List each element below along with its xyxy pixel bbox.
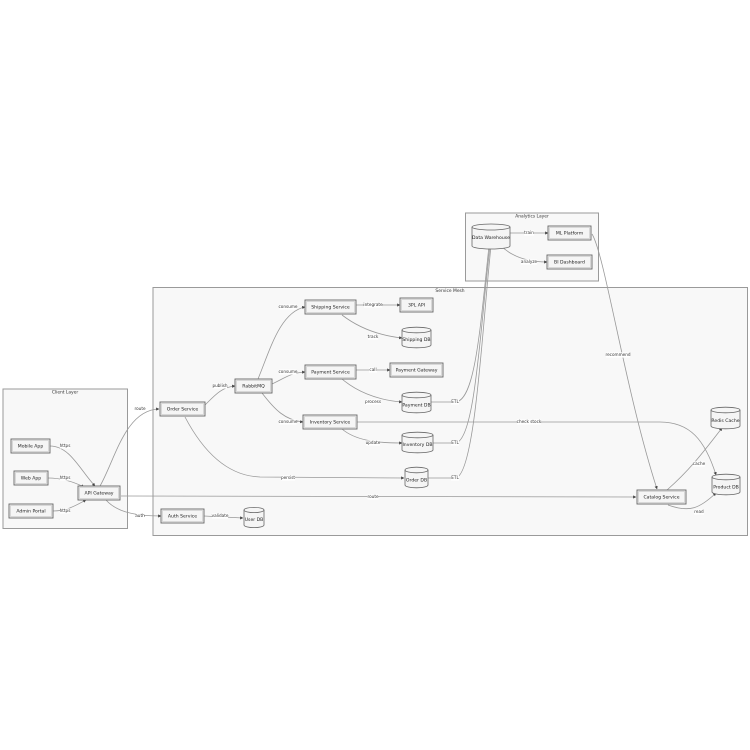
edge-rabbit-payment <box>271 370 306 385</box>
node-auth-service: Auth Service <box>160 508 205 524</box>
cluster-analytics-label: Analytics Layer <box>515 214 549 220</box>
node-payment-service-label: Payment Service <box>311 370 350 376</box>
edge-inventory-productdb <box>357 421 717 476</box>
edge-inventory-inventorydb <box>341 428 403 445</box>
node-catalog-service: Catalog Service <box>636 489 687 505</box>
node-order-service-label: Order Service <box>167 407 199 413</box>
edge-rabbit-shipping <box>257 306 306 380</box>
node-bi-dashboard-label: BI Dashboard <box>554 260 585 266</box>
db-redis-cache-label: Redis Cache <box>711 418 739 424</box>
node-admin-portal-label: Admin Portal <box>16 509 45 515</box>
cluster-client-label: Client Layer <box>52 390 79 396</box>
node-ml-platform-label: ML Platform <box>556 231 584 237</box>
edge-label-recommend: recommend <box>605 352 630 357</box>
edge-label-https-mobile: https <box>60 443 71 448</box>
db-data-warehouse-label: Data Warehouse <box>472 235 510 241</box>
edge-shipping-shippingdb <box>341 314 403 340</box>
db-order: Order DB <box>404 466 429 489</box>
edge-label-analyze: analyze <box>521 259 538 264</box>
node-web-app-label: Web App <box>21 476 42 482</box>
edge-label-update: update <box>366 440 381 445</box>
edge-order-rabbit <box>204 384 236 406</box>
db-inventory-label: Inventory DB <box>402 442 432 448</box>
edge-labels: https https https route auth route valid… <box>60 230 706 519</box>
edge-label-auth: auth <box>135 513 145 518</box>
node-bi-dashboard: BI Dashboard <box>546 254 593 270</box>
node-rabbitmq: RabbitMQ <box>234 378 273 394</box>
edge-admin-gateway <box>52 499 87 512</box>
node-payment-service: Payment Service <box>304 364 357 380</box>
edge-label-process: process <box>365 399 381 404</box>
db-shipping: Shipping DB <box>401 326 432 349</box>
node-rabbitmq-label: RabbitMQ <box>242 384 265 390</box>
edge-ml-catalog <box>591 233 658 490</box>
edge-label-persist: persist <box>281 475 295 480</box>
node-3pl-api-label: 3PL API <box>408 303 425 309</box>
node-mobile-app: Mobile App <box>10 438 51 454</box>
node-inventory-service-label: Inventory Service <box>310 420 351 426</box>
edge-label-https-admin: https <box>60 508 71 513</box>
node-catalog-service-label: Catalog Service <box>643 495 679 501</box>
edge-label-etl-order: ETL <box>451 475 459 480</box>
node-ml-platform: ML Platform <box>547 225 592 241</box>
edge-order-orderdb <box>184 416 405 480</box>
node-payment-gateway: Payment Gateway <box>389 362 444 378</box>
db-shipping-label: Shipping DB <box>402 337 430 343</box>
edge-label-consume-shipping: consume <box>278 304 297 309</box>
db-product: Product DB <box>711 473 741 496</box>
edge-label-validate: validate <box>212 513 229 518</box>
edge-label-consume-inventory: consume <box>278 419 297 424</box>
edge-catalog-redis <box>666 427 723 491</box>
edge-label-consume-payment: consume <box>278 369 297 374</box>
db-payment: Payment DB <box>401 391 432 414</box>
cluster-service-label: Service Mesh <box>435 288 464 294</box>
node-mobile-app-label: Mobile App <box>18 444 44 450</box>
db-user-label: User DB <box>245 517 264 523</box>
node-admin-portal: Admin Portal <box>8 503 54 519</box>
edge-payment-paymentdb <box>341 378 403 404</box>
db-data-warehouse: Data Warehouse <box>471 223 511 250</box>
edge-label-integrate: integrate <box>363 302 383 307</box>
node-3pl-api: 3PL API <box>399 297 434 313</box>
node-web-app: Web App <box>13 470 49 486</box>
db-product-label: Product DB <box>713 485 739 491</box>
edge-label-https-web: https <box>60 475 71 480</box>
node-inventory-service: Inventory Service <box>302 414 358 430</box>
edge-label-publish: publish <box>212 383 227 388</box>
edge-orderdb-warehouse <box>428 245 493 479</box>
db-order-label: Order DB <box>406 478 427 484</box>
node-payment-gateway-label: Payment Gateway <box>396 368 438 374</box>
edge-label-track: track <box>368 334 379 339</box>
edge-label-call: call <box>369 367 376 372</box>
edge-gateway-order <box>99 407 160 487</box>
db-user: User DB <box>243 506 265 528</box>
node-shipping-service-label: Shipping Service <box>311 305 350 311</box>
edges-layer <box>47 231 723 520</box>
edge-label-cache: cache <box>693 461 706 466</box>
edge-rabbit-inventory <box>261 392 304 424</box>
edge-label-train: train <box>524 230 534 235</box>
db-redis-cache: Redis Cache <box>710 406 741 430</box>
db-inventory: Inventory DB <box>401 431 434 454</box>
edge-catalog-productdb <box>667 492 717 510</box>
node-order-service: Order Service <box>159 401 206 417</box>
edge-label-etl-payment: ETL <box>451 399 459 404</box>
node-api-gateway-label: API Gateway <box>84 491 113 497</box>
edge-label-check-stock: check stock <box>517 419 542 424</box>
edge-label-read: read <box>694 509 704 514</box>
edge-gateway-auth <box>105 499 162 518</box>
node-auth-service-label: Auth Service <box>168 514 197 520</box>
db-payment-label: Payment DB <box>402 403 430 409</box>
edge-mobile-gateway <box>49 445 96 487</box>
edge-label-route-catalog: route <box>367 494 378 499</box>
node-api-gateway: API Gateway <box>77 485 121 501</box>
edge-label-route-order: route <box>134 406 145 411</box>
edge-label-etl-inventory: ETL <box>451 440 459 445</box>
node-shipping-service: Shipping Service <box>304 299 357 315</box>
